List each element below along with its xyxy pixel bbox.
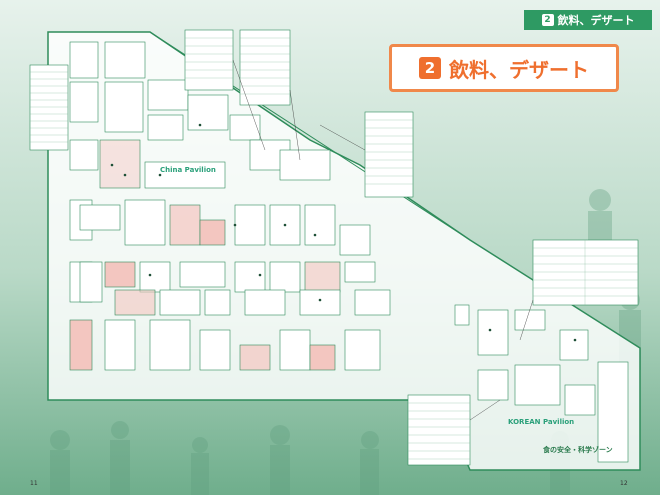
food-safety-zone-label: 食の安全・科学ゾーン bbox=[543, 446, 613, 454]
page-number-right: 12 bbox=[620, 480, 628, 487]
china-pavilion-label: China Pavilion bbox=[160, 166, 216, 174]
section-tab-number: 2 bbox=[541, 14, 554, 26]
section-title-box: 2 飲料、デザート bbox=[389, 44, 619, 92]
korean-pavilion-label: KOREAN Pavilion bbox=[508, 418, 575, 426]
section-title-text: 飲料、デザート bbox=[449, 57, 589, 82]
booth-markers bbox=[110, 123, 577, 342]
section-title-number: 2 bbox=[419, 57, 441, 79]
booth-grid bbox=[69, 41, 629, 463]
section-tab-title: 飲料、デザート bbox=[557, 14, 635, 27]
exhibitor-lists bbox=[29, 29, 639, 466]
leader-lines bbox=[232, 59, 534, 421]
section-tab: 2 飲料、デザート bbox=[524, 10, 652, 30]
page-number-left: 11 bbox=[30, 480, 38, 487]
list-lines bbox=[30, 37, 638, 460]
